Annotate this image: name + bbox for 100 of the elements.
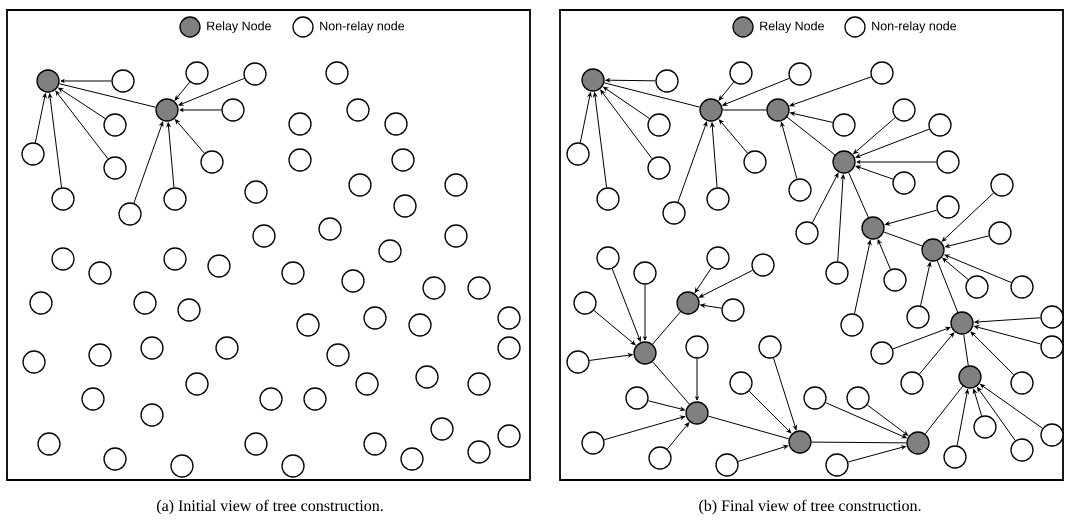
arrow	[877, 239, 891, 270]
non-relay-node	[743, 150, 767, 174]
non-relay-node	[118, 202, 142, 226]
non-relay-node	[103, 156, 127, 180]
legend-label: Relay Node	[207, 21, 271, 33]
arrow	[773, 357, 797, 431]
arrow	[972, 388, 983, 417]
non-relay-node	[497, 306, 521, 330]
non-relay-node	[825, 453, 849, 477]
arrow	[589, 353, 633, 361]
arrow	[722, 77, 790, 106]
non-relay-node	[378, 239, 402, 263]
non-relay-node	[936, 150, 960, 174]
arrow	[737, 445, 789, 462]
arrow	[600, 89, 653, 160]
non-relay-node	[185, 61, 209, 85]
non-relay-node	[883, 268, 907, 292]
non-relay-node	[685, 335, 709, 359]
relay-node	[832, 150, 856, 174]
non-relay-node	[140, 336, 164, 360]
non-relay-node	[943, 445, 967, 469]
non-relay-node	[633, 261, 657, 285]
non-relay-node	[51, 187, 75, 211]
arrow	[603, 86, 650, 119]
non-relay-node	[393, 194, 417, 218]
non-relay-node	[281, 261, 305, 285]
non-relay-node	[596, 187, 620, 211]
non-relay-node	[355, 372, 379, 396]
non-relay-node	[133, 291, 157, 315]
non-relay-node	[318, 217, 342, 241]
arrow	[593, 92, 608, 188]
non-relay-node	[348, 173, 372, 197]
arrow	[55, 90, 109, 160]
non-relay-node	[215, 336, 239, 360]
arrow	[825, 402, 907, 439]
arrow	[166, 122, 175, 188]
non-relay-node	[244, 432, 268, 456]
non-relay-node	[408, 313, 432, 337]
non-relay-node	[795, 221, 819, 245]
non-relay-node	[566, 142, 590, 166]
non-relay-node	[444, 173, 468, 197]
non-relay-node	[788, 178, 812, 202]
arrow	[944, 254, 1012, 283]
non-relay-node	[81, 387, 105, 411]
non-relay-node	[647, 156, 671, 180]
relay-node	[766, 98, 790, 122]
non-relay-node	[243, 62, 267, 86]
non-relay-node	[444, 224, 468, 248]
arrow	[748, 390, 792, 434]
legend-label: Non-relay node	[872, 21, 957, 33]
arrow	[837, 174, 845, 262]
arrow	[977, 387, 1016, 441]
non-relay-node	[892, 171, 916, 195]
non-relay-node	[1040, 423, 1064, 447]
arrow	[945, 235, 990, 248]
non-relay-node	[758, 335, 782, 359]
arrow	[853, 240, 872, 315]
arrow	[941, 192, 994, 242]
non-relay-node	[363, 306, 387, 330]
non-relay-node	[647, 113, 671, 137]
arrow	[892, 326, 951, 350]
non-relay-node	[22, 350, 46, 374]
non-relay-node	[973, 415, 997, 439]
non-relay-node	[965, 275, 989, 299]
relay-node	[950, 311, 974, 335]
non-relay-node	[325, 61, 349, 85]
non-relay-node	[103, 447, 127, 471]
non-relay-node	[384, 112, 408, 136]
arrow	[811, 173, 839, 224]
arrow	[847, 445, 906, 463]
non-relay-node	[803, 386, 827, 410]
arrow	[603, 415, 686, 441]
non-relay-node	[721, 298, 745, 322]
arrow	[980, 383, 1043, 429]
arrow	[694, 267, 713, 293]
legend-label: Relay Node	[760, 21, 824, 33]
non-relay-node	[706, 246, 730, 270]
non-relay-node	[103, 113, 127, 137]
legend-label: Non-relay node	[320, 21, 405, 33]
non-relay-node	[655, 69, 679, 93]
non-relay-node	[51, 247, 75, 271]
arrow	[34, 93, 47, 144]
arrow	[918, 332, 955, 375]
caption: (a) Initial view of tree construction.	[157, 499, 383, 515]
arrow	[974, 325, 1042, 345]
arrow	[666, 422, 690, 450]
non-relay-node	[163, 187, 187, 211]
relay-node	[906, 431, 930, 455]
non-relay-node	[729, 61, 753, 85]
non-relay-node	[846, 386, 870, 410]
non-relay-node	[497, 424, 521, 448]
non-relay-node	[467, 372, 491, 396]
arrow	[179, 108, 222, 112]
non-relay-node	[288, 148, 312, 172]
non-relay-node	[1040, 335, 1064, 359]
non-relay-node	[715, 453, 739, 477]
non-relay-node	[1010, 371, 1034, 395]
non-relay-node	[840, 313, 864, 337]
arrow	[780, 122, 798, 180]
arrow	[718, 119, 748, 154]
